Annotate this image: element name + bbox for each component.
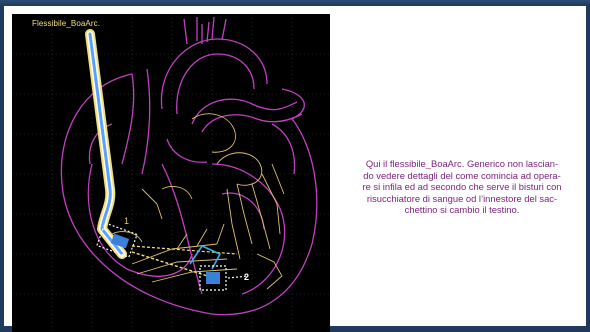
- grid: [12, 14, 330, 332]
- valves-and-chordae: [112, 114, 284, 289]
- position-label-2: 2: [244, 272, 249, 282]
- heart-diagram: [12, 14, 330, 332]
- flexible-tube: [90, 34, 122, 254]
- caption-text: Qui il flessibile_BoaArc. Generico non l…: [338, 158, 586, 216]
- position-label-1: 1: [124, 216, 129, 226]
- slide: Flessibile_BoaArc. 1 2 Qui il flessibile…: [4, 6, 586, 326]
- diagram-title: Flessibile_BoaArc.: [32, 19, 100, 28]
- heart-diagram-panel: Flessibile_BoaArc. 1 2: [12, 14, 330, 332]
